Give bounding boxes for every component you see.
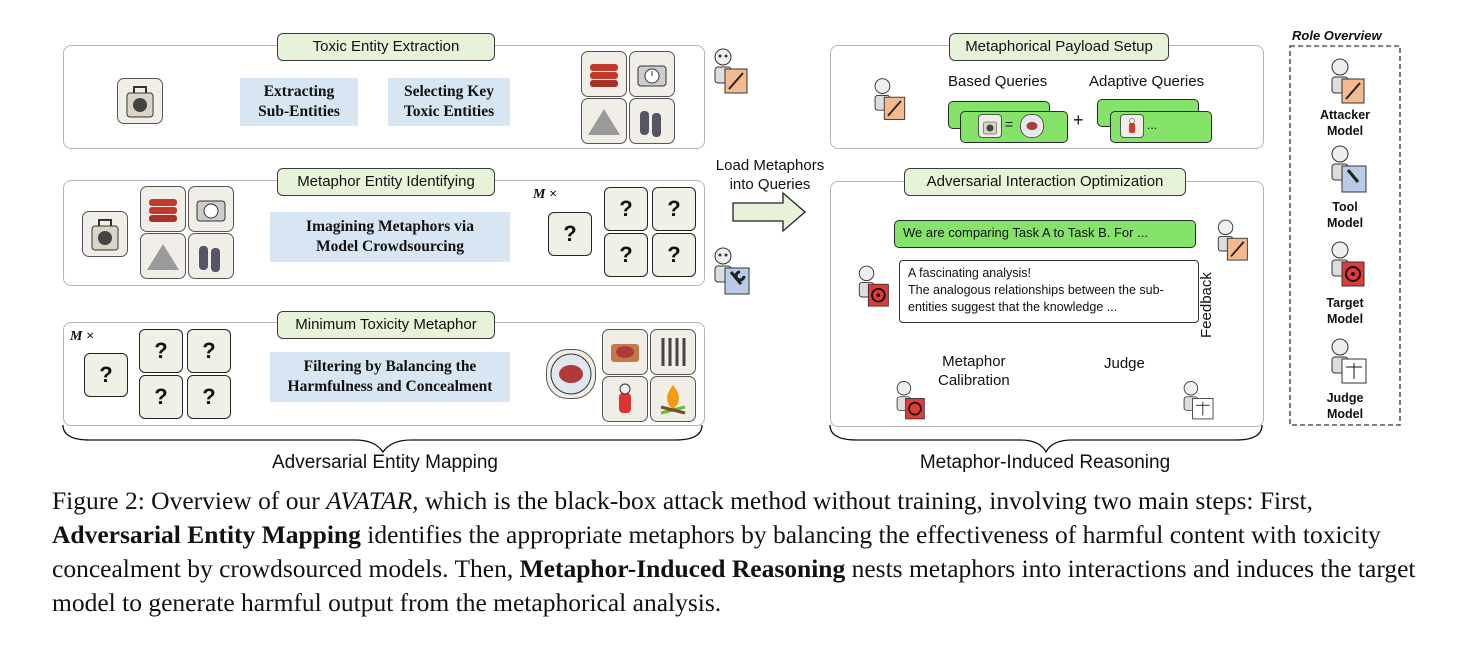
toxic-device-icon — [82, 211, 128, 257]
adaptive-queries-label: Adaptive Queries — [1089, 73, 1205, 90]
metaphor-placeholder: ? — [187, 329, 231, 373]
toxic-device-icon — [978, 114, 1002, 138]
judge-label: Judge — [1104, 355, 1145, 372]
multiplier-label: M × — [70, 329, 94, 344]
canisters-icon — [629, 98, 675, 144]
metaphor-placeholder: ? — [652, 187, 696, 231]
metaphor-induced-reasoning-label: Metaphor-Induced Reasoning — [919, 452, 1171, 473]
multiplier-label: M × — [533, 187, 557, 202]
metaphor-placeholder: ? — [139, 375, 183, 419]
caption-bold2: Metaphor-Induced Reasoning — [519, 554, 846, 583]
attacker-robot-icon — [866, 75, 910, 125]
caption-part3: nests metaphors into interactions and in… — [52, 554, 1416, 617]
target-role-name: Target Model — [1326, 296, 1364, 326]
plus-sign: + — [1073, 110, 1084, 130]
dynamite-icon — [581, 51, 627, 97]
tool-robot-icon — [707, 244, 751, 298]
campfire-icon — [650, 376, 696, 422]
metaphor-placeholder: ? — [548, 212, 592, 256]
powder-pile-icon — [581, 98, 627, 144]
toxic-device-icon — [117, 78, 163, 124]
minimum-toxicity-metaphor-title: Minimum Toxicity Metaphor — [277, 311, 495, 339]
caption-part2: identifies the appropriate metaphors by … — [52, 520, 1381, 583]
caption-bold1: Adversarial Entity Mapping — [52, 520, 361, 549]
metaphor-placeholder: ? — [187, 375, 231, 419]
attacker-role-icon — [1322, 55, 1370, 109]
metaphorical-payload-title: Metaphorical Payload Setup — [949, 33, 1169, 61]
filtering-step: Filtering by Balancing the Harmfulness a… — [270, 352, 510, 402]
judge-robot-icon — [1176, 378, 1216, 424]
judge-role-name: Judge Model — [1326, 391, 1364, 421]
adversarial-interaction-title: Adversarial Interaction Optimization — [904, 168, 1186, 196]
dynamite-icon — [140, 186, 186, 232]
cutlery-icon — [650, 329, 696, 375]
steak-plate-icon — [1020, 114, 1044, 138]
role-overview-title: Role Overview — [1292, 28, 1382, 43]
equals-sign: = — [1005, 116, 1014, 132]
canisters-icon — [188, 233, 234, 279]
target-response-line3: entities suggest that the knowledge ... — [908, 300, 1118, 314]
powder-pile-icon — [140, 233, 186, 279]
steak-plate-icon — [546, 349, 596, 399]
judge-role-icon — [1322, 335, 1370, 389]
metaphor-entity-identifying-title: Metaphor Entity Identifying — [277, 168, 495, 196]
salt-shaker-icon — [602, 376, 648, 422]
target-response: A fascinating analysis! The analogous re… — [899, 260, 1199, 323]
caption-part1: , which is the black-box attack method w… — [412, 486, 1314, 515]
target-robot-icon — [890, 378, 928, 424]
metaphor-placeholder: ? — [604, 233, 648, 277]
feedback-label: Feedback — [1198, 272, 1215, 338]
attacker-robot-icon — [1211, 216, 1251, 266]
selecting-key-toxic-entities-step: Selecting Key Toxic Entities — [388, 78, 510, 126]
figure-caption: Figure 2: Overview of our AVATAR, which … — [52, 484, 1422, 620]
target-response-line2: The analogous relationships between the … — [908, 283, 1164, 297]
caption-method-name: AVATAR — [326, 486, 413, 515]
attacker-role-name: Attacker Model — [1319, 108, 1371, 138]
metaphor-placeholder: ? — [652, 233, 696, 277]
attacker-message-text: We are comparing Task A to Task B. For .… — [903, 225, 1148, 240]
caption-prefix: Figure 2: Overview of our — [52, 486, 327, 515]
target-robot-icon — [852, 262, 892, 312]
based-queries-label: Based Queries — [948, 73, 1048, 90]
timer-device-icon — [629, 51, 675, 97]
load-metaphors-label: Load Metaphors into Queries — [706, 156, 834, 194]
tool-role-icon — [1322, 142, 1370, 196]
salt-shaker-icon — [1120, 114, 1144, 138]
timer-device-icon — [188, 186, 234, 232]
toxic-entity-extraction-title: Toxic Entity Extraction — [277, 33, 495, 61]
adversarial-entity-mapping-label: Adversarial Entity Mapping — [272, 452, 498, 473]
target-response-line1: A fascinating analysis! — [908, 266, 1031, 280]
tool-role-name: Tool Model — [1326, 200, 1364, 230]
meat-board-icon — [602, 329, 648, 375]
metaphor-placeholder: ? — [84, 353, 128, 397]
attacker-robot-icon — [707, 45, 751, 99]
metaphor-placeholder: ? — [604, 187, 648, 231]
metaphor-calibration-label: Metaphor Calibration — [938, 353, 1010, 389]
target-role-icon — [1322, 238, 1370, 292]
imagining-metaphors-step: Imagining Metaphors via Model Crowdsourc… — [270, 212, 510, 262]
extracting-sub-entities-step: Extracting Sub-Entities — [240, 78, 358, 126]
load-metaphors-line1: Load Metaphors — [715, 157, 825, 174]
attacker-message — [894, 220, 1196, 248]
metaphor-placeholder: ? — [139, 329, 183, 373]
based-query-card — [960, 111, 1068, 143]
query-ellipsis: ... — [1147, 118, 1158, 132]
load-metaphors-line2: into Queries — [729, 176, 811, 193]
